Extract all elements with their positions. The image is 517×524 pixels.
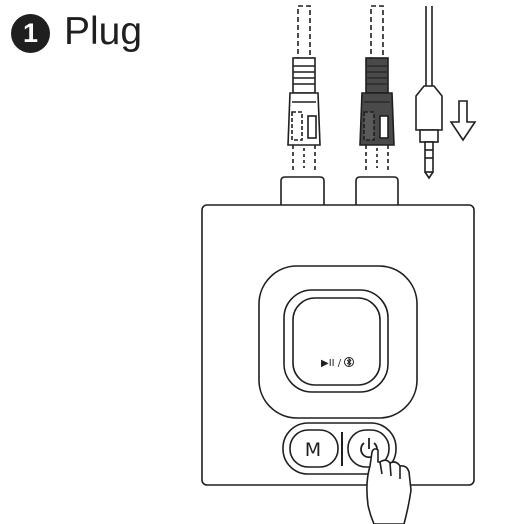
control-panel <box>258 265 418 419</box>
m-button-label: M <box>305 439 321 461</box>
step-title: Plug <box>64 10 143 53</box>
aux-plug-icon <box>415 6 443 180</box>
down-arrow-icon <box>449 100 477 142</box>
bluetooth-icon[interactable] <box>344 357 354 367</box>
dark-rca-plug-icon <box>359 5 395 170</box>
step-number-badge: 1 <box>11 14 50 53</box>
power-icon <box>360 438 378 459</box>
pointing-hand-icon <box>366 448 412 524</box>
white-rca-plug-icon <box>287 5 321 170</box>
play-pause-icon[interactable]: ▶II / <box>321 358 342 369</box>
m-button[interactable] <box>289 429 339 468</box>
left-port <box>280 176 325 205</box>
right-port <box>355 176 399 205</box>
